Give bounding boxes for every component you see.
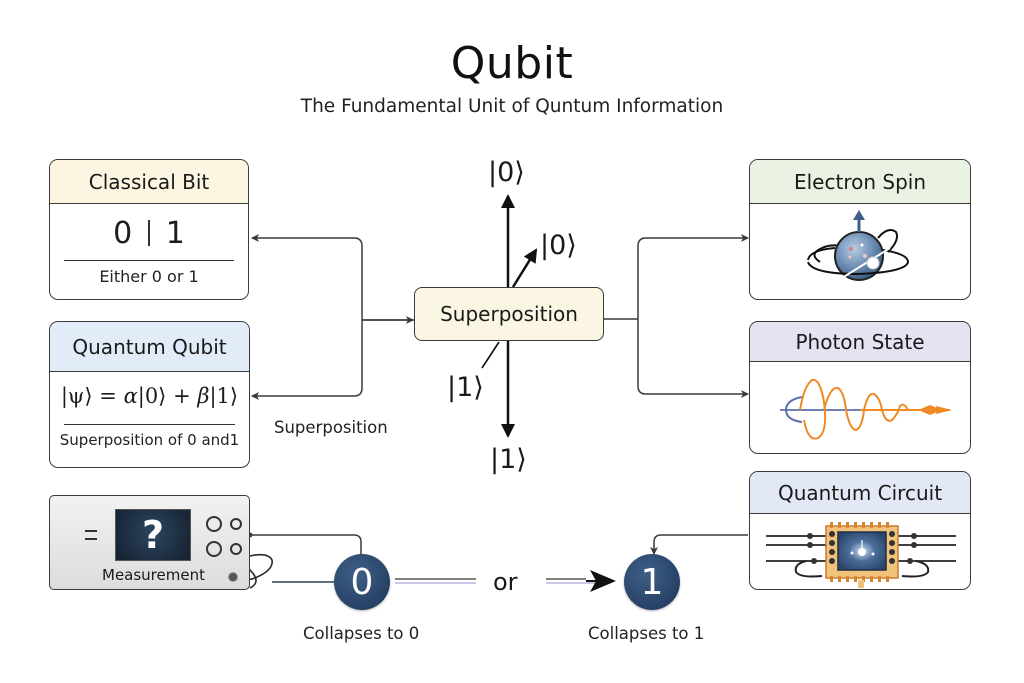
- outcome-1-circle: 1: [624, 554, 680, 610]
- connector-to-quantum-qubit: [251, 320, 363, 400]
- quantum-qubit-card: Quantum Qubit |ψ⟩ = α|0⟩ + β|1⟩ Superpos…: [49, 321, 250, 468]
- classical-bit-card: Classical Bit 0 1 Either 0 or 1: [49, 159, 249, 300]
- plus-sign: +: [166, 384, 198, 408]
- connector-measurement-to-0: [250, 534, 365, 563]
- photon-wave-icon: [780, 378, 952, 440]
- bit-values: 0 1: [50, 215, 248, 251]
- ket-diagonal-top-label: |0⟩: [540, 230, 577, 261]
- outcome-0-circle: 0: [334, 554, 390, 610]
- equals-sign: =: [92, 384, 124, 408]
- ket-top-label: |0⟩: [488, 157, 525, 188]
- device-knob[interactable]: [230, 518, 242, 530]
- device-indicator: [85, 538, 97, 540]
- quantum-circuit-card: Quantum Circuit: [749, 471, 971, 590]
- quantum-chip-icon: [766, 522, 956, 588]
- qubit-state-formula: |ψ⟩ = α|0⟩ + β|1⟩: [50, 384, 249, 414]
- alpha-coefficient: α: [123, 384, 138, 408]
- superposition-box: Superposition: [414, 287, 604, 341]
- psi-ket: |ψ⟩: [60, 384, 93, 408]
- connector-label-superposition: Superposition: [274, 418, 388, 437]
- ket-diagonal-bottom-label: |1⟩: [447, 372, 484, 403]
- device-knob[interactable]: [230, 543, 242, 555]
- connector-to-photon-state: [637, 319, 749, 398]
- connector-circuit-to-1: [650, 534, 748, 555]
- device-indicator: [85, 530, 97, 532]
- page-subtitle: The Fundamental Unit of Quntum Informati…: [300, 96, 724, 117]
- axis-line-diagonal-lower: [481, 341, 500, 369]
- measurement-device: ? Measurement: [49, 495, 250, 590]
- divider: [64, 424, 235, 425]
- measurement-label: Measurement: [102, 566, 205, 584]
- page-title: Qubit: [450, 38, 574, 89]
- bit-value-1: 1: [165, 215, 185, 251]
- device-port: [228, 572, 238, 582]
- ket-1: |1⟩: [209, 384, 239, 408]
- electron-spin-icon: [807, 210, 910, 281]
- beta-coefficient: β: [197, 384, 210, 408]
- photon-state-header: Photon State: [750, 322, 970, 362]
- classical-bit-header: Classical Bit: [50, 160, 248, 204]
- or-label: or: [493, 568, 518, 596]
- divider: [64, 260, 234, 261]
- electron-spin-card: Electron Spin: [749, 159, 971, 300]
- bit-separator: [148, 220, 150, 246]
- device-knob[interactable]: [206, 541, 222, 557]
- bit-value-0: 0: [113, 215, 133, 251]
- photon-state-card: Photon State: [749, 321, 971, 454]
- classical-bit-caption: Either 0 or 1: [99, 267, 199, 286]
- connector-to-electron-spin: [637, 234, 749, 319]
- collapse-0-caption: Collapses to 0: [303, 624, 420, 643]
- connector-bracket-left: [251, 234, 363, 320]
- device-knob[interactable]: [206, 516, 222, 532]
- quantum-qubit-header: Quantum Qubit: [50, 322, 249, 372]
- electron-spin-header: Electron Spin: [750, 160, 970, 204]
- ket-bottom-label: |1⟩: [490, 444, 527, 475]
- quantum-qubit-caption: Superposition of 0 and1: [59, 431, 240, 449]
- ket-0: |0⟩: [137, 384, 167, 408]
- collapse-1-caption: Collapses to 1: [588, 624, 705, 643]
- quantum-circuit-header: Quantum Circuit: [750, 472, 970, 514]
- measurement-screen: ?: [115, 509, 191, 561]
- axis-arrow-diagonal: [511, 248, 538, 288]
